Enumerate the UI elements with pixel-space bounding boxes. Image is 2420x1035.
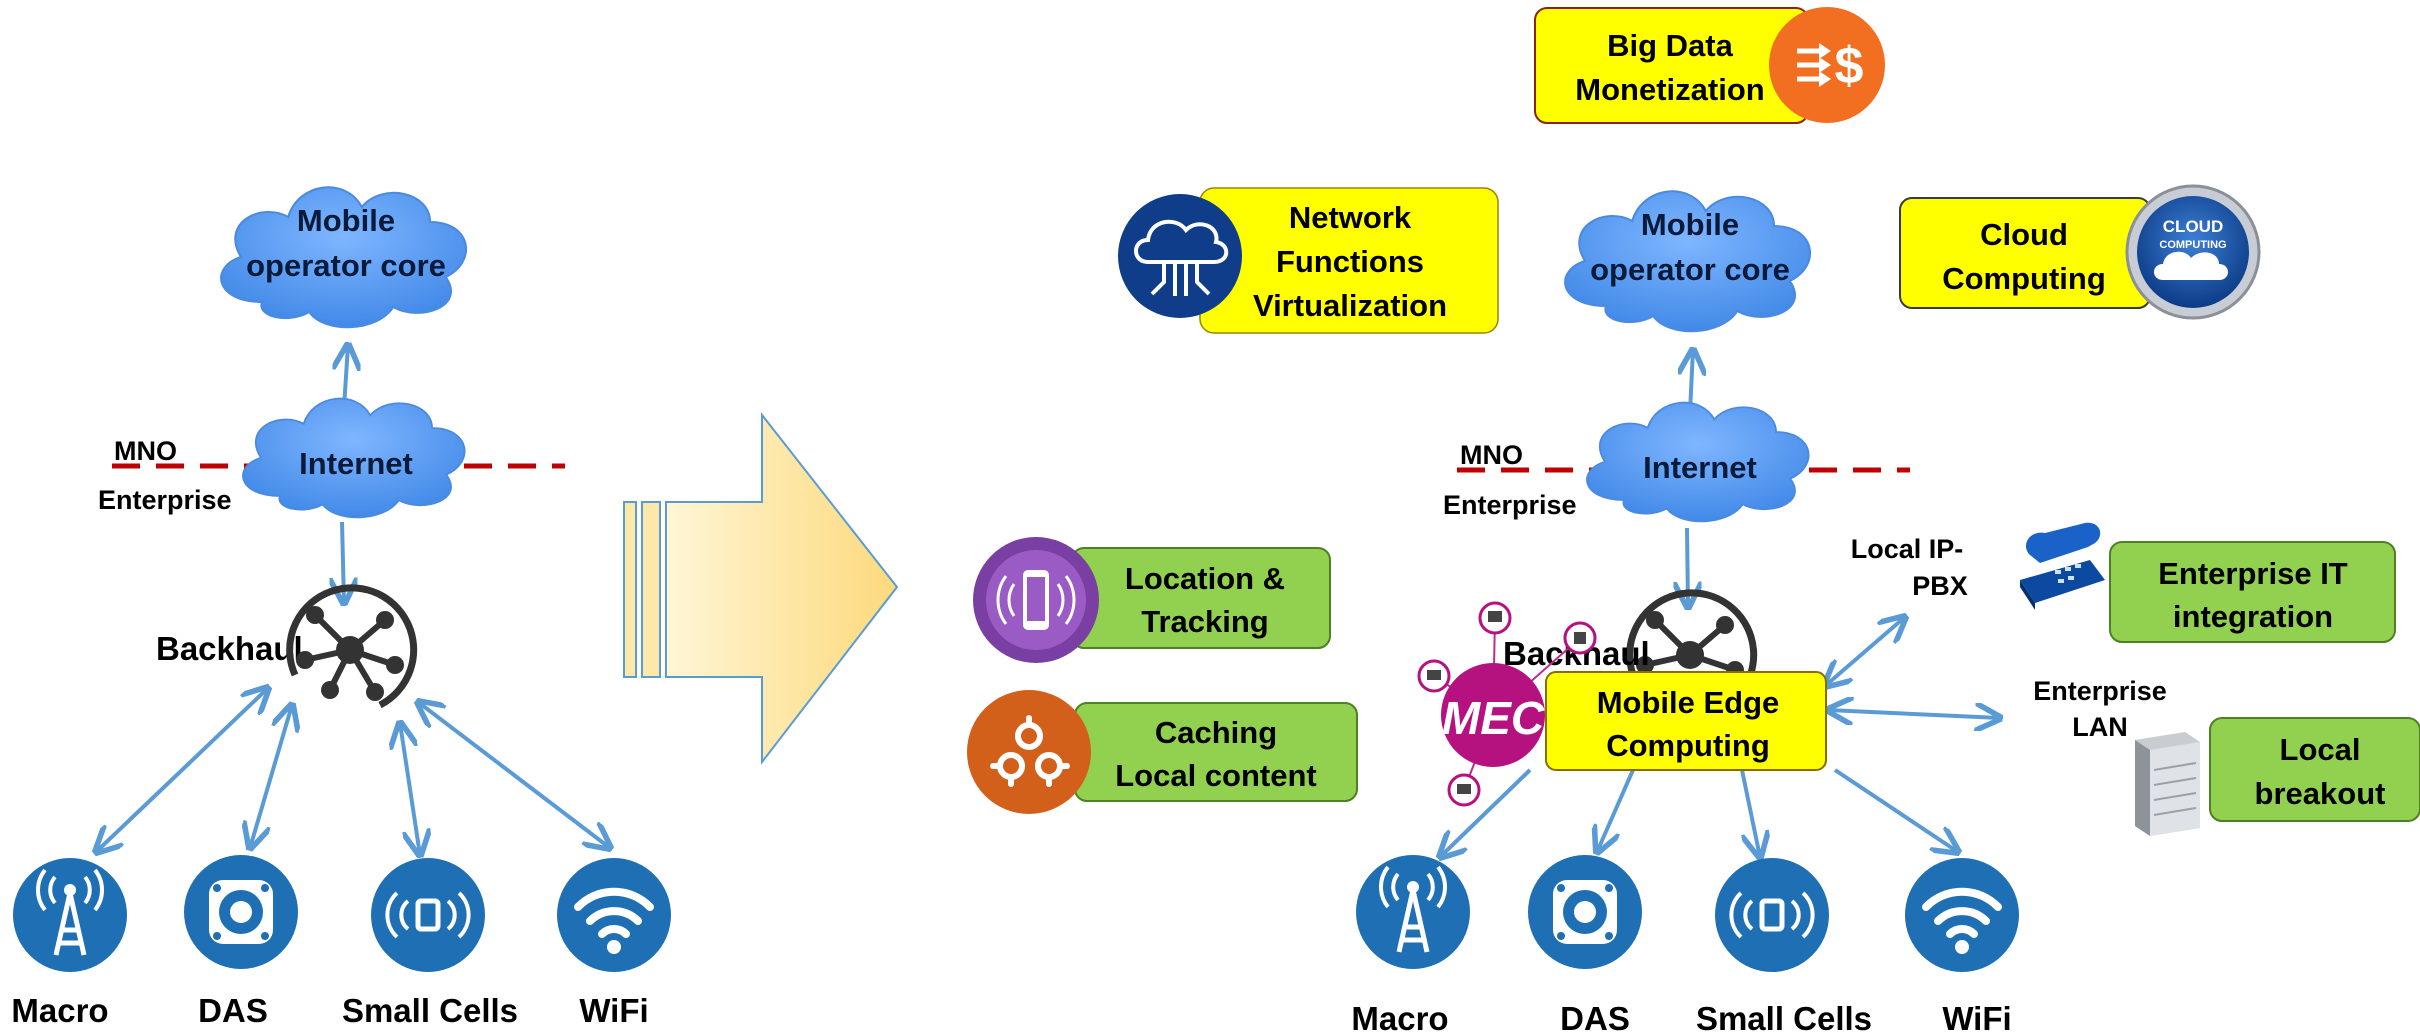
nfv-cloud-icon [1118,194,1242,318]
nfv-line3: Virtualization [1253,288,1447,323]
location-phone-icon [973,537,1099,663]
nfv-line2: Functions [1276,244,1424,279]
mec-line1: Mobile Edge [1597,685,1780,720]
mec-badge-label: MEC [1442,692,1545,744]
right-internet-cloud: Internet [1586,401,1810,523]
nfv-box: Network Functions Virtualization [1199,187,1499,334]
cc-badge-line2: COMPUTING [2159,239,2226,251]
enterprise-lan-line1: Enterprise [2033,676,2167,706]
big-data-line2: Monetization [1575,72,1764,107]
enterprise-it-line1: Enterprise IT [2158,556,2348,591]
right-mno-label: MNO [1460,440,1523,470]
right-internet-label: Internet [1643,450,1757,485]
svg-text:$: $ [1835,37,1864,95]
left-small-cells-label: Small Cells [342,992,518,1029]
left-enterprise-label: Enterprise [98,485,232,515]
server-icon [2135,732,2200,836]
left-panel: Mobile operator core MNO Enterprise Inte… [11,186,671,1029]
right-core-line1: Mobile [1641,207,1739,242]
mec-badge: MEC [1417,601,1597,807]
mec-line2: Computing [1606,728,1770,763]
left-macro-label: Macro [11,992,108,1029]
cc-badge-line1: CLOUD [2163,217,2223,236]
left-small-cells-icon [371,858,485,972]
left-internet-cloud: Internet [242,397,466,519]
left-backhaul-label: Backhaul [156,630,303,667]
right-enterprise-label: Enterprise [1443,490,1577,520]
caching-gears-icon [967,690,1091,814]
right-connections [1440,350,2000,857]
enterprise-lan-line2: LAN [2072,712,2128,742]
right-mobile-operator-core-cloud: Mobile operator core [1564,190,1812,333]
right-wifi-label: WiFi [1942,1000,2011,1035]
enterprise-it-box: Enterprise IT integration [2109,541,2396,643]
right-small-cells-icon [1715,858,1829,972]
left-connections [96,345,610,855]
right-macro-icon [1356,855,1470,969]
local-breakout-line1: Local [2280,732,2361,767]
location-line1: Location & [1125,561,1285,596]
left-internet-label: Internet [299,446,413,481]
left-backhaul-icon [286,584,418,709]
right-core-line2: operator core [1590,252,1790,287]
cloud-computing-box: Cloud Computing [1899,197,2151,309]
right-small-cells-label: Small Cells [1696,1000,1872,1035]
left-macro-icon [13,858,127,972]
monetization-icon: $ [1769,7,1885,123]
left-wifi-icon [557,858,671,972]
location-line2: Tracking [1141,604,1269,639]
left-core-line1: Mobile [297,203,395,238]
phone-icon [2020,522,2105,610]
cloud-computing-line1: Cloud [1980,217,2068,252]
left-mobile-operator-core-cloud: Mobile operator core [220,186,468,329]
cloud-computing-line2: Computing [1942,261,2106,296]
caching-box: Caching Local content [1074,702,1358,802]
left-das-icon [184,855,298,969]
local-breakout-box: Local breakout [2209,717,2420,822]
local-ip-pbx-line2: PBX [1912,571,1968,601]
mec-box: Mobile Edge Computing [1545,671,1827,771]
big-data-monetization-box: Big Data Monetization [1534,7,1809,124]
cloud-computing-icon: CLOUD COMPUTING [2125,184,2261,320]
caching-line2: Local content [1115,758,1317,793]
right-das-label: DAS [1560,1000,1630,1035]
left-das-label: DAS [198,992,268,1029]
caching-line1: Caching [1155,715,1277,750]
big-data-line1: Big Data [1607,28,1734,63]
nfv-line1: Network [1289,200,1412,235]
local-ip-pbx-line1: Local IP- [1851,534,1964,564]
local-breakout-line2: breakout [2255,776,2386,811]
right-panel: Big Data Monetization $ Network Function… [967,7,2420,1035]
left-wifi-label: WiFi [579,992,648,1029]
location-tracking-box: Location & Tracking [1071,547,1331,649]
enterprise-it-line2: integration [2173,599,2333,634]
transition-arrow [623,412,899,765]
right-macro-label: Macro [1351,1000,1448,1035]
right-wifi-icon [1905,858,2019,972]
left-core-line2: operator core [246,248,446,283]
left-mno-label: MNO [114,436,177,466]
right-das-icon [1528,855,1642,969]
